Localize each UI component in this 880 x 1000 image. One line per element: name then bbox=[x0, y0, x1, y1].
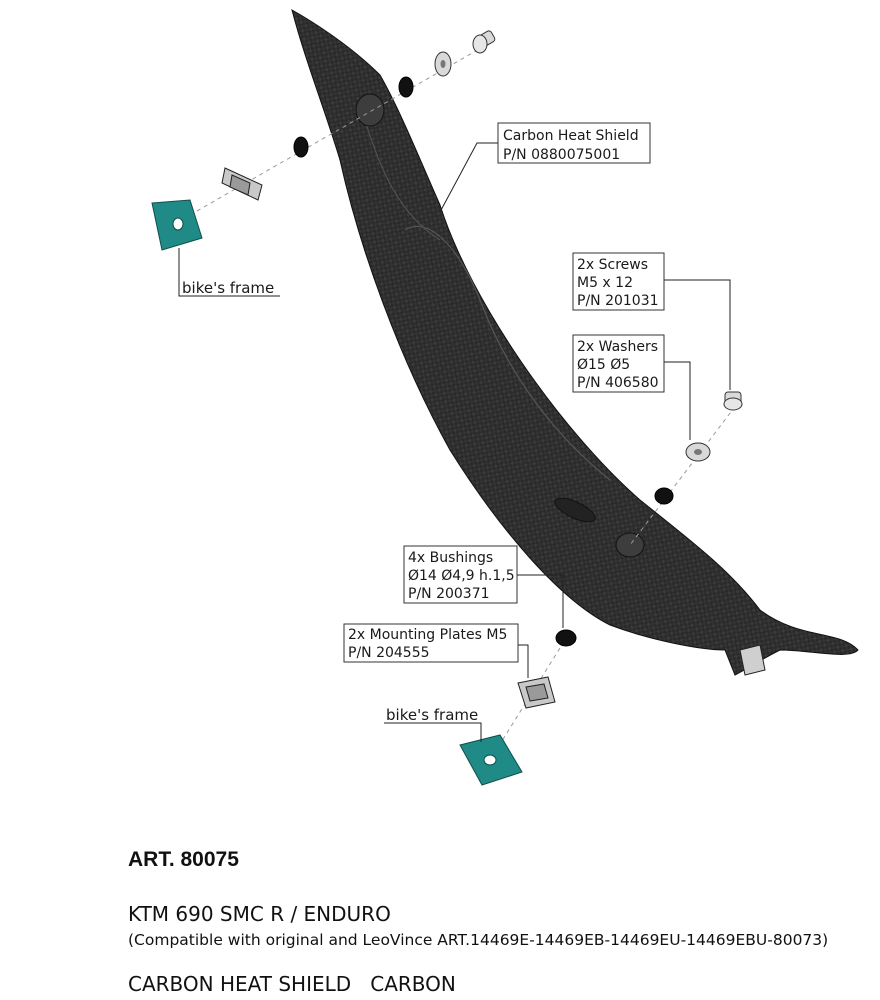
callout-mounting-plates: 2x Mounting Plates M5 P/N 204555 bbox=[343, 623, 529, 678]
mounting-plate-top bbox=[221, 167, 263, 201]
callout-bushings-line3: P/N 200371 bbox=[408, 586, 490, 602]
bottom-fastener-stack bbox=[459, 629, 577, 786]
callout-screws-line3: P/N 201031 bbox=[577, 293, 659, 309]
carbon-heat-shield bbox=[291, 8, 859, 676]
top-fastener-stack bbox=[151, 30, 496, 251]
frame-plate-bottom bbox=[459, 734, 523, 786]
callout-heat-shield-line2: P/N 0880075001 bbox=[503, 147, 620, 163]
callout-washers-line2: Ø15 Ø5 bbox=[577, 357, 630, 373]
callout-heat-shield-line1: Carbon Heat Shield bbox=[503, 128, 639, 144]
model-name: KTM 690 SMC R / ENDURO bbox=[128, 902, 391, 926]
bushing-top-2 bbox=[293, 136, 309, 158]
callout-washers: 2x Washers Ø15 Ø5 P/N 406580 bbox=[572, 334, 691, 440]
bushing-right bbox=[654, 487, 674, 505]
callout-bushings-line2: Ø14 Ø4,9 h.1,5 bbox=[408, 568, 515, 584]
frame-label-top: bike's frame bbox=[178, 248, 280, 297]
callout-mounting-plates-line1: 2x Mounting Plates M5 bbox=[348, 627, 507, 643]
compatibility-note: (Compatible with original and LeoVince A… bbox=[128, 931, 829, 949]
product-name: CARBON HEAT SHIELD CARBON bbox=[128, 972, 456, 996]
right-fastener-stack bbox=[629, 391, 743, 546]
callout-washers-line3: P/N 406580 bbox=[577, 375, 659, 391]
article-number: ART. 80075 bbox=[128, 848, 239, 871]
frame-plate-top bbox=[151, 199, 203, 251]
frame-label-bottom: bike's frame bbox=[384, 706, 482, 742]
callout-heat-shield: Carbon Heat Shield P/N 0880075001 bbox=[439, 122, 651, 213]
frame-label-top-text: bike's frame bbox=[182, 279, 274, 297]
bushing-top-1 bbox=[398, 76, 414, 98]
callout-bushings-line1: 4x Bushings bbox=[408, 550, 493, 566]
callout-screws-line2: M5 x 12 bbox=[577, 275, 633, 291]
mounting-plate-bottom bbox=[517, 676, 556, 709]
screw-top bbox=[472, 30, 496, 54]
callout-washers-line1: 2x Washers bbox=[577, 339, 658, 355]
bushing-bottom bbox=[555, 629, 577, 647]
callout-mounting-plates-line2: P/N 204555 bbox=[348, 645, 430, 661]
washer-top bbox=[434, 51, 452, 77]
screw-right bbox=[723, 391, 743, 411]
frame-label-bottom-text: bike's frame bbox=[386, 706, 478, 724]
washer-right bbox=[685, 442, 711, 462]
callout-bushings: 4x Bushings Ø14 Ø4,9 h.1,5 P/N 200371 bbox=[403, 545, 564, 628]
callout-screws: 2x Screws M5 x 12 P/N 201031 bbox=[572, 252, 731, 390]
callout-screws-line1: 2x Screws bbox=[577, 257, 648, 273]
